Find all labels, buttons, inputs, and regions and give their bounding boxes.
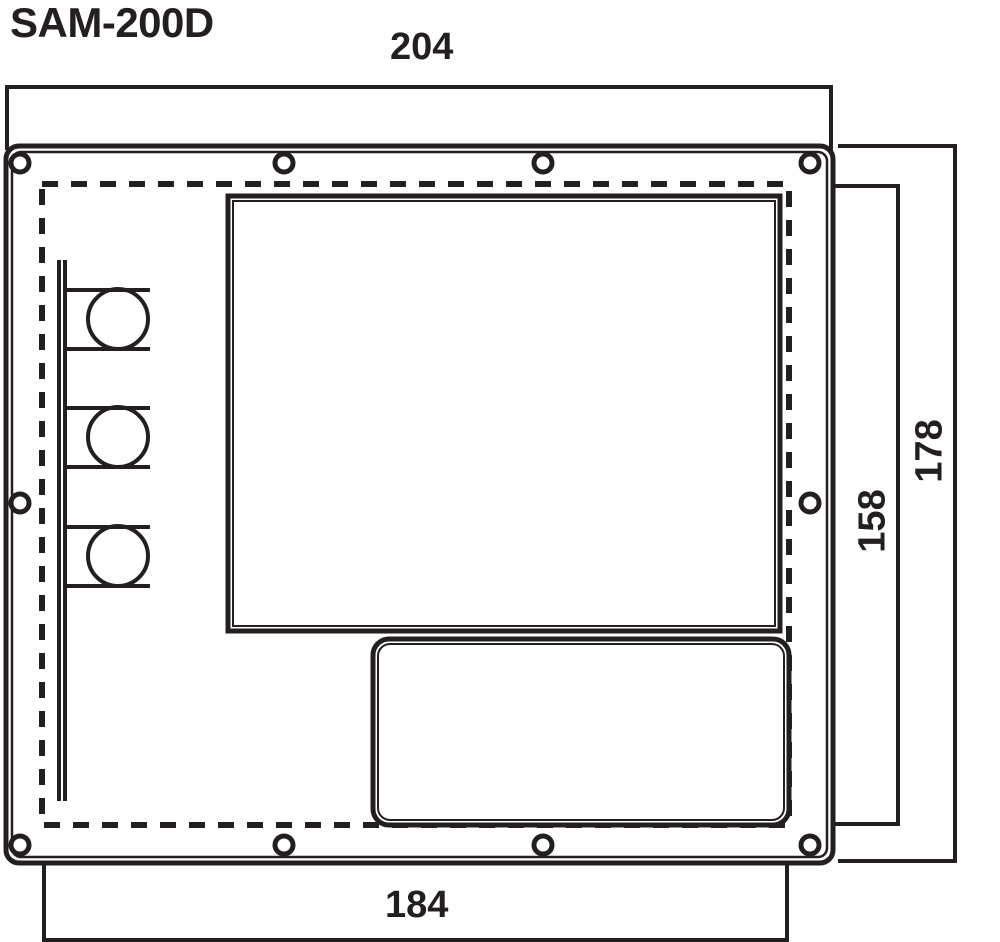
dimension-bracket-bottom xyxy=(42,863,789,942)
dimension-label-overall-width: 204 xyxy=(390,26,454,68)
knob-control[interactable] xyxy=(63,287,150,351)
mounting-hole xyxy=(8,833,32,857)
dimension-label-overall-height: 178 xyxy=(908,419,951,483)
model-title: SAM-200D xyxy=(10,0,214,46)
mounting-hole xyxy=(798,151,822,175)
knob-control[interactable] xyxy=(63,524,150,588)
mounting-hole xyxy=(8,491,32,515)
mounting-hole xyxy=(531,833,555,857)
mounting-hole xyxy=(272,833,296,857)
mounting-hole xyxy=(531,151,555,175)
dimension-label-cutout-width: 184 xyxy=(385,884,449,926)
mounting-holes xyxy=(8,151,822,857)
mounting-hole xyxy=(798,491,822,515)
keypad-window[interactable] xyxy=(370,636,792,828)
mounting-hole xyxy=(8,151,32,175)
mounting-hole xyxy=(272,151,296,175)
knob-control[interactable] xyxy=(63,405,150,469)
mounting-hole xyxy=(798,833,822,857)
dimension-label-cutout-height: 158 xyxy=(851,489,894,553)
dimension-bracket-right-outer xyxy=(838,144,957,863)
display-window[interactable] xyxy=(225,193,783,634)
dimension-bracket-top xyxy=(5,85,833,150)
